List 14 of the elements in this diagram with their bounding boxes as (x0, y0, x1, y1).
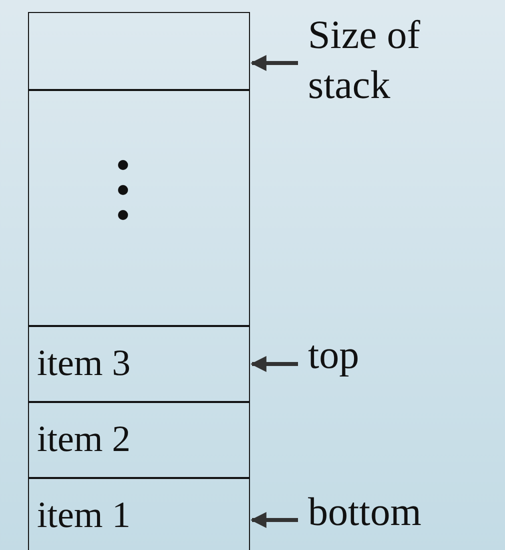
arrow (250, 55, 298, 71)
item-label: item 1 (37, 494, 131, 538)
stack-cell (28, 90, 250, 326)
pointer-label: top (308, 331, 360, 379)
stack-cell (28, 326, 250, 402)
arrow (250, 512, 298, 528)
arrow (250, 356, 298, 372)
item-label: item 2 (37, 418, 131, 462)
pointer-label: bottom (308, 488, 422, 536)
stack-cell (28, 12, 250, 90)
stack-cell (28, 402, 250, 478)
stack-cell (28, 478, 250, 550)
item-label: item 3 (37, 342, 131, 386)
pointer-label: Size of stack (308, 11, 422, 109)
